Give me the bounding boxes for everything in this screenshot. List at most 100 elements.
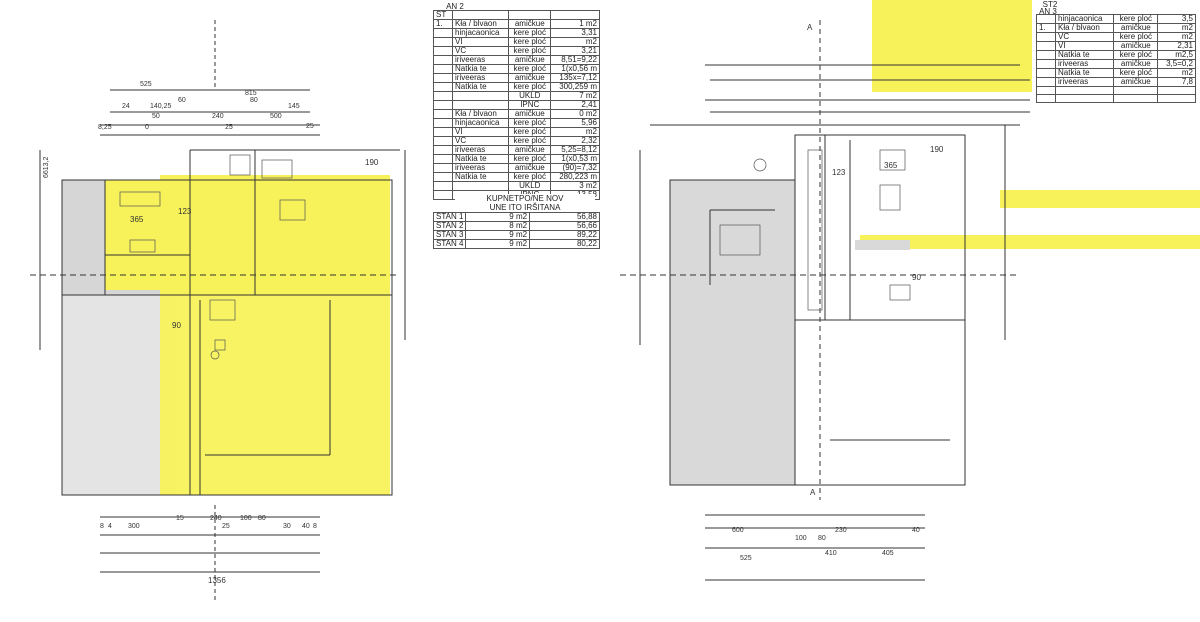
dim-right-c1: 525 [740, 555, 752, 562]
table-cell: Natkia te [451, 64, 510, 74]
highlight-table-block [872, 0, 1032, 92]
table-cell [1036, 14, 1056, 24]
table-cell: Natkia te [1054, 68, 1115, 78]
room-label-190: 190 [365, 158, 379, 167]
table-cell [451, 91, 510, 101]
table-cell: 3,31 [550, 28, 600, 38]
fixtures [119, 154, 306, 360]
table2-title-line2: UNE ITO IRŠITANA [455, 203, 595, 212]
table-cell: m2 [550, 37, 600, 47]
room-label-123: 123 [178, 207, 192, 216]
dim-bottom-5: 240 [210, 515, 222, 522]
right-floor-plan: 123 190 365 90 A A 600 230 40 100 80 525… [620, 0, 1200, 581]
table-cell [433, 73, 453, 83]
table-cell: 2,32 [550, 136, 600, 146]
table-cell: 1. [433, 19, 453, 29]
table-cell: STAN 1 [432, 212, 467, 222]
table-cell [1036, 86, 1056, 95]
table-cell: amičkue [508, 55, 552, 65]
table-cell [433, 82, 453, 92]
table-cell: ST [433, 10, 453, 20]
table-cell: kere ploć [1113, 32, 1159, 42]
table-cell: 1(x0,53 m [550, 154, 600, 164]
highlight-upper [160, 175, 390, 295]
table-cell: 0 m2 [550, 109, 600, 119]
table-cell: kere ploć [1113, 50, 1159, 60]
table-cell [433, 91, 453, 101]
table-cell: STAN 3 [432, 230, 467, 240]
table-cell: iriveeras [1054, 59, 1115, 69]
table-cell: 89,22 [529, 230, 600, 240]
dim-row3-2: 240 [212, 113, 224, 120]
fixtures-right [719, 149, 911, 311]
room-label-90-right: 90 [912, 273, 921, 282]
table-cell: VI [1054, 41, 1115, 51]
room-label-123-right: 123 [832, 168, 846, 177]
dim-right-b1: 600 [732, 527, 744, 534]
table-cell: VC [1054, 32, 1115, 42]
table-cell: VI [451, 127, 510, 137]
table-cell: hinjacaonica [451, 118, 510, 128]
table-cell: 135x=7,12 [550, 73, 600, 83]
dim-row2-4: 80 [250, 97, 258, 104]
table-cell: amičkue [508, 145, 552, 155]
table-cell [1036, 77, 1056, 87]
table-cell: m2 [1157, 32, 1196, 42]
table-cell [433, 64, 453, 74]
table-cell: Kła / blvaon [451, 19, 510, 29]
table-cell: iriveeras [451, 73, 510, 83]
table-cell: VI [451, 37, 510, 47]
table-cell [550, 10, 600, 20]
dim-bottom-11: 8 [313, 523, 317, 530]
table-cell: Natkia te [1054, 50, 1115, 60]
table-cell [1036, 41, 1056, 51]
table-cell: m2 [1157, 23, 1196, 33]
table-cell: kere ploć [508, 64, 552, 74]
table-cell: 56,66 [529, 221, 600, 231]
table-cell [433, 118, 453, 128]
table-cell: 2,41 [550, 100, 600, 110]
table-cell [433, 172, 453, 182]
table-cell: 5,96 [550, 118, 600, 128]
table-cell: 56,88 [529, 212, 600, 222]
table-cell: IPNC [508, 100, 552, 110]
table-cell: amičkue [508, 109, 552, 119]
table-cell [508, 10, 552, 20]
table2-title-line1: KUPNETPO/NE NOV [455, 194, 595, 203]
section-label-top: A [807, 23, 813, 32]
table-cell: amičkue [508, 163, 552, 173]
dim-row2-1: 24 [122, 103, 130, 110]
dim-bottom-1: 8 [100, 523, 104, 530]
table-cell: UKLD [508, 91, 552, 101]
table-cell [433, 154, 453, 164]
table-cell: m2 [1157, 68, 1196, 78]
grey-lower-area [62, 295, 177, 495]
table-cell [1036, 32, 1056, 42]
highlight-row-2 [860, 235, 1200, 249]
table-cell: 1(x0,56 m [550, 64, 600, 74]
dim-right-c3: 405 [882, 550, 894, 557]
table-cell: kere ploć [508, 136, 552, 146]
table-cell [433, 46, 453, 56]
table-cell: 9 m2 [465, 230, 531, 240]
dim-bottom-10: 40 [302, 523, 310, 530]
table-cell: Natkia te [451, 172, 510, 182]
table-cell: 3,5 [1157, 14, 1196, 24]
table-cell: m2,5 [1157, 50, 1196, 60]
room-label-190-right: 190 [930, 145, 944, 154]
table-cell: amičkue [508, 19, 552, 29]
table-cell: UKLD [508, 181, 552, 191]
